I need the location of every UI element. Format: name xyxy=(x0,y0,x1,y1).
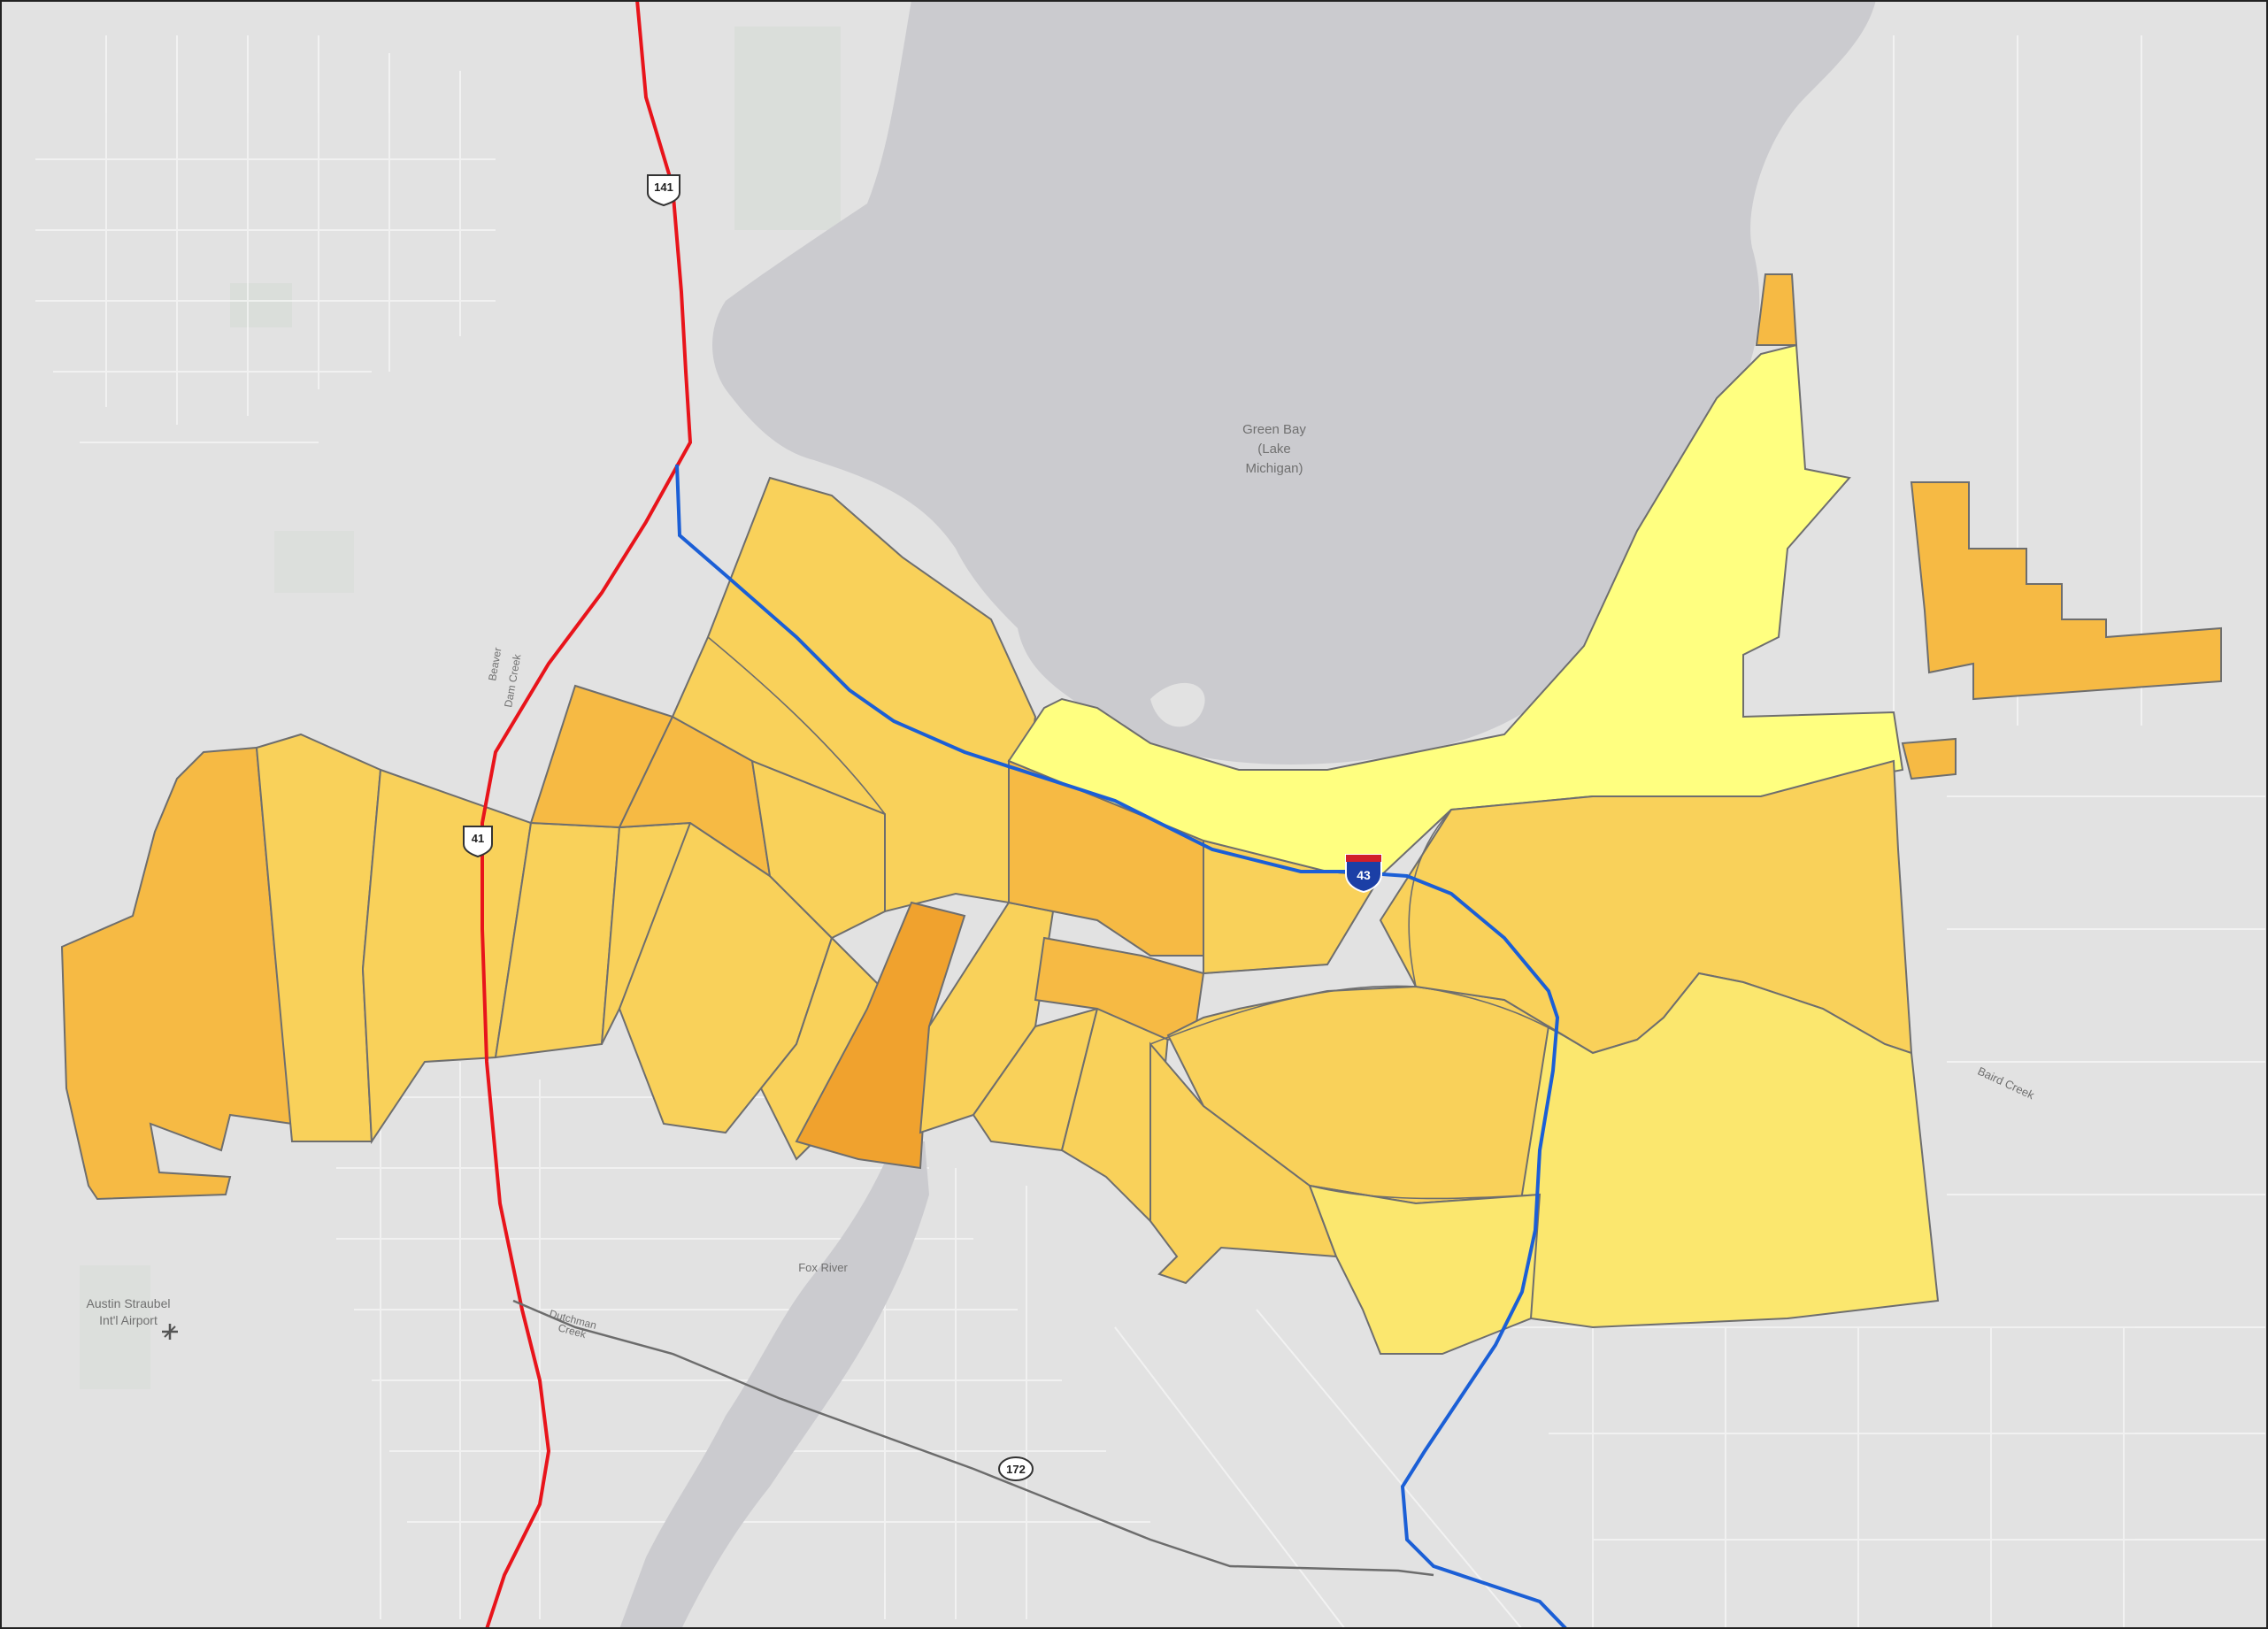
airport-label-line-2: Int'l Airport xyxy=(99,1313,158,1327)
water-label-line-3: Michigan) xyxy=(1245,461,1303,476)
wi-172-highway xyxy=(512,1299,1434,1577)
street-grid xyxy=(35,35,2265,1629)
us-141-41-highway xyxy=(481,0,693,1629)
us-41-shield: 41 xyxy=(463,826,493,858)
green-bay-water xyxy=(712,0,1876,765)
water-label-line-1: Green Bay xyxy=(1242,422,1306,437)
zone-borders xyxy=(619,636,1594,1200)
fox-river-label: Fox River xyxy=(798,1261,848,1274)
interstate-43-shield-label: 43 xyxy=(1357,868,1371,882)
zone-outlier-east-small xyxy=(1901,737,1957,780)
interstate-43-highway xyxy=(675,464,1568,1629)
water-label-line-2: (Lake xyxy=(1257,442,1291,457)
beaver-dam-creek-label-line-1: Beaver xyxy=(486,647,504,682)
bay-beach-island xyxy=(1150,682,1205,727)
airport-label-line-1: Austin Straubel xyxy=(87,1296,171,1310)
choropleth-zones xyxy=(60,273,2222,1355)
zone-southeast-large xyxy=(1520,972,1940,1329)
wi-172-shield-label: 172 xyxy=(1006,1463,1026,1476)
us-141-shield: 141 xyxy=(647,174,680,207)
zone-w1 xyxy=(60,746,294,1201)
wi-172-shield: 172 xyxy=(998,1456,1034,1481)
zone-south-strip xyxy=(1308,1184,1541,1355)
zone-far-south xyxy=(1149,1041,1338,1285)
airport-icon xyxy=(162,1324,178,1340)
us-41-shield-label: 41 xyxy=(472,832,484,845)
zone-outlier-east xyxy=(1910,481,2222,701)
us-141-shield-label: 141 xyxy=(654,181,673,194)
interstate-43-shield: 43 xyxy=(1345,854,1382,894)
park-areas xyxy=(80,27,841,1389)
fox-river-water xyxy=(619,1141,929,1629)
zone-northeast-tip xyxy=(1755,273,1798,346)
